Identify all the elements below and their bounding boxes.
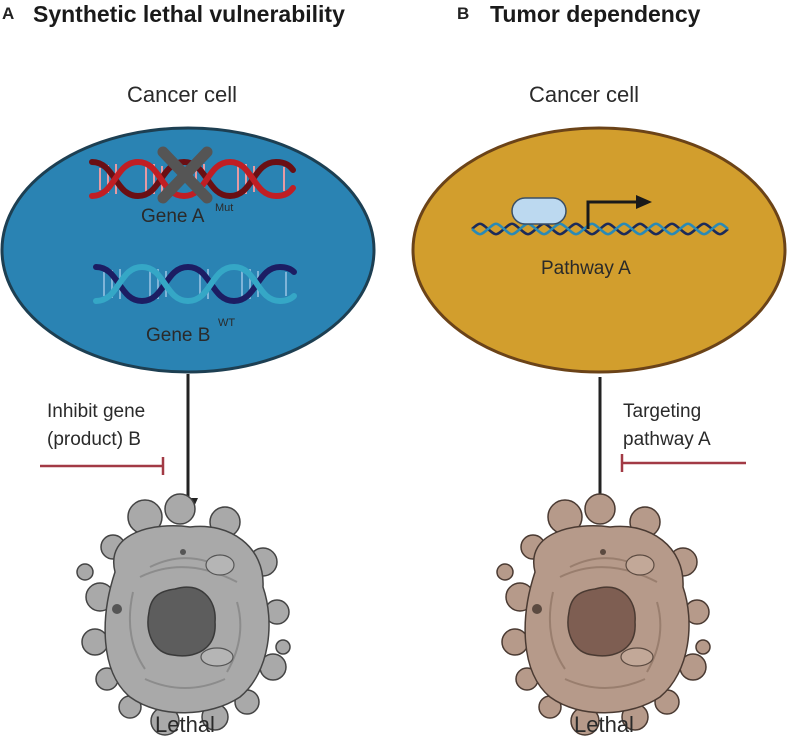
transcription-start-arrow-icon: [586, 195, 652, 229]
panel-b-title: Tumor dependency: [490, 1, 701, 27]
inhibitor-b-icon: [620, 454, 746, 472]
transcription-factor-icon: [511, 197, 567, 225]
panel-a-intervention-line1: Inhibit gene: [47, 401, 146, 422]
panel-b-letter: B: [457, 4, 470, 23]
gene-a-superscript: Mut: [215, 202, 234, 214]
inhibitor-a-icon: [40, 457, 165, 475]
gene-b-label: Gene B: [146, 325, 211, 346]
pathway-label: Pathway A: [541, 258, 631, 279]
dead-cell-b-icon: [496, 493, 711, 736]
dead-cell-a-icon: [76, 493, 291, 736]
dna-gene-b-icon: [93, 263, 297, 305]
panel-b-outcome: Lethal: [574, 712, 634, 737]
mutation-cross-icon: [157, 146, 213, 204]
panel-a-outcome: Lethal: [155, 712, 215, 737]
cancer-cell-b: [411, 126, 787, 374]
dna-gene-a-icon: [89, 146, 296, 204]
panel-a-cell-label: Cancer cell: [127, 82, 238, 107]
panel-a-intervention-line2: (product) B: [47, 429, 141, 450]
panel-b-intervention-line1: Targeting: [623, 401, 702, 422]
panel-b-intervention-line2: pathway A: [623, 429, 711, 450]
cancer-cell-a: [0, 126, 376, 374]
panel-a-letter: A: [2, 4, 15, 23]
gene-b-superscript: WT: [218, 317, 236, 329]
gene-a-label: Gene A: [141, 206, 205, 227]
panel-b-cell-label: Cancer cell: [529, 82, 640, 107]
pathway-dna-icon: [471, 222, 729, 236]
panel-a-title: Synthetic lethal vulnerability: [33, 1, 345, 27]
